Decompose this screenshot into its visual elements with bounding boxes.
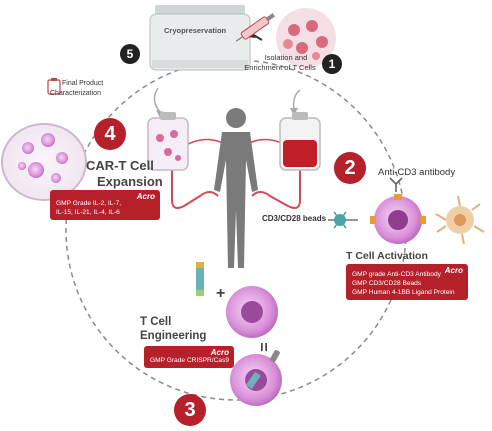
final-product-line2: Characterization	[50, 90, 101, 97]
product-line: GMP grade Anti-CD3 Antibody	[352, 271, 441, 278]
step3-title-line2: Engineering	[140, 330, 207, 342]
tubing-left	[171, 168, 219, 209]
clipboard-icon	[47, 78, 61, 95]
arrow-cryo-to-bag	[153, 87, 161, 113]
brand-logo: Acro	[210, 348, 229, 357]
step-number-3: 3	[174, 394, 206, 426]
engineered-car-t-cell	[230, 350, 282, 406]
petri-dish-icon	[1, 123, 87, 201]
brand-logo: Acro	[136, 192, 155, 201]
beads-label: CD3/CD28 beads	[262, 214, 327, 223]
cas9-vector-icon	[196, 262, 204, 296]
syringe-icon	[235, 13, 275, 42]
step2-title: T Cell Activation	[346, 250, 428, 262]
product-line: GMP Grade IL-2, IL-7,	[56, 200, 122, 207]
isolated-cells-dish	[276, 8, 336, 68]
cryo-label: Cryopreservation	[164, 26, 227, 35]
human-figure-icon	[214, 108, 258, 268]
bead-icon	[328, 211, 358, 229]
final-product-line1: Final Product	[62, 80, 104, 87]
cell-bag-icon	[147, 112, 189, 171]
step1-title-line2: Enrichment of T Cells	[244, 63, 316, 72]
dendritic-cell-icon	[435, 195, 485, 245]
step1-title-line1: Isolation and	[264, 53, 308, 62]
tubing-right	[251, 168, 301, 209]
t-cell	[226, 286, 278, 338]
product-line: IL-15, IL-21, IL-4, IL-6	[56, 209, 120, 216]
equals-sign: =	[254, 342, 272, 352]
step-number-4: 4	[94, 118, 126, 150]
product-line: GMP CD3/CD28 Beads	[352, 280, 422, 287]
activated-t-cell	[370, 194, 426, 244]
product-line: GMP Grade CRISPR/Cas9	[150, 357, 230, 364]
step4-title-line1: CAR-T Cell	[86, 158, 154, 173]
step3-title-line1: T Cell	[140, 316, 172, 328]
antibody-label: Anti-CD3 antibody	[378, 167, 456, 178]
step-number-1: 1	[322, 54, 342, 74]
step-number-5: 5	[120, 44, 140, 64]
step4-title-line2: Expansion	[97, 174, 163, 189]
step2-product-box: Acro GMP grade Anti-CD3 Antibody GMP CD3…	[346, 264, 468, 300]
step4-product-box: Acro GMP Grade IL-2, IL-7, IL-15, IL-21,…	[50, 190, 160, 220]
product-line: GMP Human 4-1BB Ligand Protein	[352, 289, 455, 296]
brand-logo: Acro	[444, 266, 463, 275]
cryopreservation-container-icon	[149, 5, 251, 71]
step3-product-box: Acro GMP Grade CRISPR/Cas9	[144, 346, 234, 368]
blood-bag-icon	[279, 112, 321, 171]
arrow-cells-to-bag	[292, 89, 301, 111]
antibody-icon	[389, 177, 403, 192]
plus-sign: +	[216, 285, 226, 302]
step-number-2: 2	[334, 152, 366, 184]
